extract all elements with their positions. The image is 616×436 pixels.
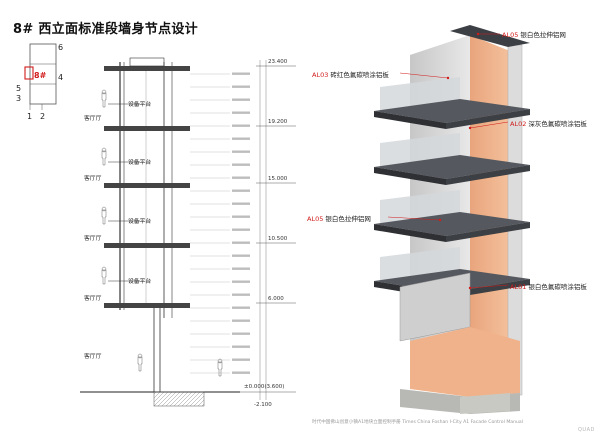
- axis-label: 2: [40, 112, 45, 121]
- annotation-text-mark: [232, 137, 250, 140]
- section-linework: [80, 57, 240, 407]
- balcony-slab-side: [446, 109, 530, 129]
- axis-label: 1: [27, 112, 32, 121]
- annotation-text-mark: [232, 189, 250, 192]
- room-label-living: 客厅厅: [84, 294, 102, 302]
- material-code: AL02: [510, 120, 527, 128]
- parapet: [129, 57, 165, 67]
- key-plan-block-label: 8#: [34, 71, 47, 80]
- annotation-text-mark: [232, 215, 250, 218]
- highlight-marker: [24, 66, 34, 80]
- scale-figure: [137, 353, 143, 372]
- axis-label: 3: [16, 94, 21, 103]
- scale-figure: [101, 89, 107, 108]
- room-label-platform: 设备平台: [128, 158, 151, 166]
- axis-label: 6: [58, 43, 63, 52]
- annotation-text-mark: [232, 306, 250, 309]
- room-label-living: 客厅厅: [84, 234, 102, 242]
- annotation-text-mark: [232, 345, 250, 348]
- elevation-label: 23.400: [268, 59, 288, 65]
- balcony-slab-top: [374, 99, 530, 123]
- roof-cap: [450, 25, 530, 47]
- facade-3d-view: [374, 25, 530, 414]
- annotation-text-mark: [232, 111, 250, 114]
- axis-label: 4: [58, 73, 63, 82]
- annotation-text-mark: [232, 150, 250, 153]
- scale-figure: [101, 147, 107, 166]
- material-description: 银白色拉伸铝网: [325, 215, 371, 223]
- annotation-text-mark: [232, 176, 250, 179]
- page-title: 8# 西立面标准段墙身节点设计: [13, 22, 198, 37]
- annotation-text-mark: [232, 85, 250, 88]
- elevation-label: 15.000: [268, 176, 288, 182]
- annotation-text-mark: [232, 358, 250, 361]
- callout-al01: AL01 银白色氟碳喷涂铝板: [510, 281, 587, 291]
- floor-slab: [104, 183, 190, 188]
- material-description: 银白色拉伸铝网: [520, 31, 566, 39]
- annotation-text-mark: [232, 371, 250, 374]
- balcony-slab-face: [374, 167, 446, 185]
- room-label-living: 客厅厅: [84, 114, 102, 122]
- elevation-label: -2.100: [254, 402, 272, 408]
- stone-base-face: [460, 393, 510, 414]
- material-description: 深灰色氟碳喷涂铝板: [528, 120, 587, 128]
- room-label-living: 客厅厅: [84, 352, 102, 360]
- scale-figures: [101, 89, 223, 377]
- floor-slab: [104, 243, 190, 248]
- scale-figure: [101, 266, 107, 285]
- annotation-text-mark: [232, 319, 250, 322]
- annotation-text-mark: [232, 72, 250, 75]
- floor-slab: [104, 303, 190, 308]
- material-code: AL03: [312, 71, 329, 79]
- balcony-slab-top: [374, 212, 530, 236]
- wall-section-drawing: 23.400 19.200 15.000 10.500 6.000 ±0.000…: [80, 57, 296, 408]
- callout-al05-mid: AL05 银白色拉伸铝网: [307, 213, 371, 223]
- annotation-text-mark: [232, 332, 250, 335]
- material-code: AL05: [307, 215, 324, 223]
- room-label-platform: 设备平台: [128, 217, 151, 225]
- floor-slab: [104, 66, 190, 71]
- balcony-slab-side: [446, 165, 530, 185]
- elevation-markers: 23.400 19.200 15.000 10.500 6.000 ±0.000…: [240, 59, 296, 408]
- balcony-slab-face: [374, 111, 446, 129]
- elevation-label: 6.000: [268, 296, 284, 302]
- key-plan-outline: [29, 43, 57, 105]
- brand-logo: QUAD: [578, 427, 595, 433]
- annotation-text-mark: [232, 124, 250, 127]
- balcony-slab-face: [374, 224, 446, 242]
- annotation-text-mark: [232, 241, 250, 244]
- elevation-label: ±0.000(3.600): [244, 384, 284, 390]
- callout-al02: AL02 深灰色氟碳喷涂铝板: [510, 118, 587, 128]
- scale-figure: [101, 206, 107, 225]
- elevation-label: 10.500: [268, 236, 288, 242]
- material-code: AL05: [502, 31, 519, 39]
- material-description: 砖红色氟碳喷涂铝板: [330, 71, 389, 79]
- key-plan: 8# 6 4 5 3 1 2: [16, 43, 63, 121]
- annotation-text-mark: [232, 202, 250, 205]
- axis-label: 5: [16, 84, 21, 93]
- annotation-text-mark: [232, 228, 250, 231]
- balcony-slab-side: [446, 222, 530, 242]
- balcony-slab-top: [374, 155, 530, 179]
- material-code: AL01: [510, 283, 527, 291]
- annotation-text-mark: [232, 254, 250, 257]
- annotation-text-mark: [232, 267, 250, 270]
- annotation-text-mark: [232, 163, 250, 166]
- callout-al05-top: AL05 银白色拉伸铝网: [502, 29, 566, 39]
- material-description: 银白色氟碳喷涂铝板: [528, 283, 587, 291]
- annotation-text-mark: [232, 98, 250, 101]
- callout-al03: AL03 砖红色氟碳喷涂铝板: [312, 69, 389, 79]
- annotation-leaders: [190, 72, 250, 374]
- lower-terracotta-panel: [410, 327, 520, 397]
- room-label-platform: 设备平台: [128, 100, 151, 108]
- floor-slab: [104, 126, 190, 131]
- room-label-living: 客厅厅: [84, 174, 102, 182]
- scale-figure: [217, 358, 223, 377]
- elevation-label: 19.200: [268, 119, 288, 125]
- foundation: [153, 391, 205, 407]
- annotation-text-mark: [232, 293, 250, 296]
- footer-caption: 时代中国佛山创意小镇A1地块立面控制手册 Times China Foshan …: [312, 420, 524, 425]
- room-label-platform: 设备平台: [128, 277, 151, 285]
- annotation-text-mark: [232, 280, 250, 283]
